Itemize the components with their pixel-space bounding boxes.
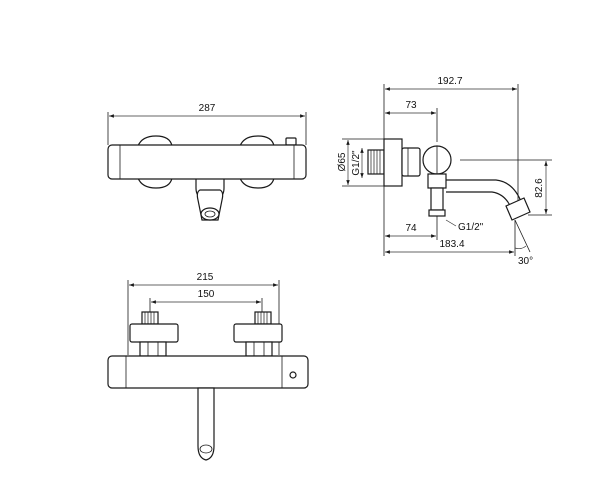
bottom-total-width-label: 215 (197, 272, 214, 283)
bottom-inlet-left-knurl (144, 312, 155, 324)
side-outlet-thread-label: G1/2" (458, 222, 484, 233)
side-inlet-thread-label: G1/2" (351, 150, 362, 176)
front-knob-left-bottom (137, 177, 173, 189)
bottom-spout-outlet (199, 444, 213, 454)
side-outlet-offset-label: 74 (405, 223, 417, 234)
bottom-inlet-right-thread (254, 311, 272, 325)
bottom-nut-right (245, 341, 273, 357)
front-view: 287 (107, 103, 307, 221)
front-knob-right-bottom (239, 177, 275, 189)
side-body-neck (401, 147, 421, 177)
front-width-label: 287 (199, 103, 216, 114)
bottom-body-button (289, 371, 297, 379)
side-spout-height-label: 82.6 (534, 178, 545, 198)
front-knob-left-top (137, 135, 173, 147)
front-spout-outlet (200, 207, 220, 221)
bottom-body (107, 355, 309, 389)
side-diameter-label: Ø65 (337, 152, 348, 171)
bottom-eccentric-right (233, 323, 283, 343)
side-total-depth-label: 192.7 (437, 76, 462, 87)
front-button (285, 137, 297, 146)
side-inlet-knurl (370, 150, 381, 174)
front-spout-outlet-inner (204, 210, 216, 218)
side-spout-bottom (446, 191, 513, 211)
side-outlet-leader (445, 219, 457, 227)
bottom-inlet-right-knurl (257, 312, 268, 324)
side-body-depth-label: 73 (405, 100, 417, 111)
side-outlet-nut (428, 209, 446, 217)
front-knob-right-top (239, 135, 275, 147)
side-outlet-stem (430, 187, 444, 211)
side-spout-collar (427, 173, 447, 189)
side-spout-reach-label: 183.4 (439, 239, 464, 250)
side-spout-angle-label: 30° (518, 256, 533, 267)
side-view: 192.7 73 Ø65 G1/2" (337, 76, 552, 267)
bottom-inlet-left-thread (141, 311, 159, 325)
side-inlet-fitting (367, 149, 385, 175)
side-body-plate (383, 138, 403, 187)
bottom-spout (197, 387, 215, 461)
bottom-view: 215 150 (107, 272, 309, 461)
bottom-nut-left (139, 341, 167, 357)
side-angle-arc (514, 245, 527, 250)
front-body (107, 144, 307, 180)
side-angle-ray (514, 219, 531, 253)
bottom-eccentric-left (129, 323, 179, 343)
side-spout-tip (505, 197, 531, 221)
bottom-inlet-spacing-label: 150 (198, 289, 215, 300)
